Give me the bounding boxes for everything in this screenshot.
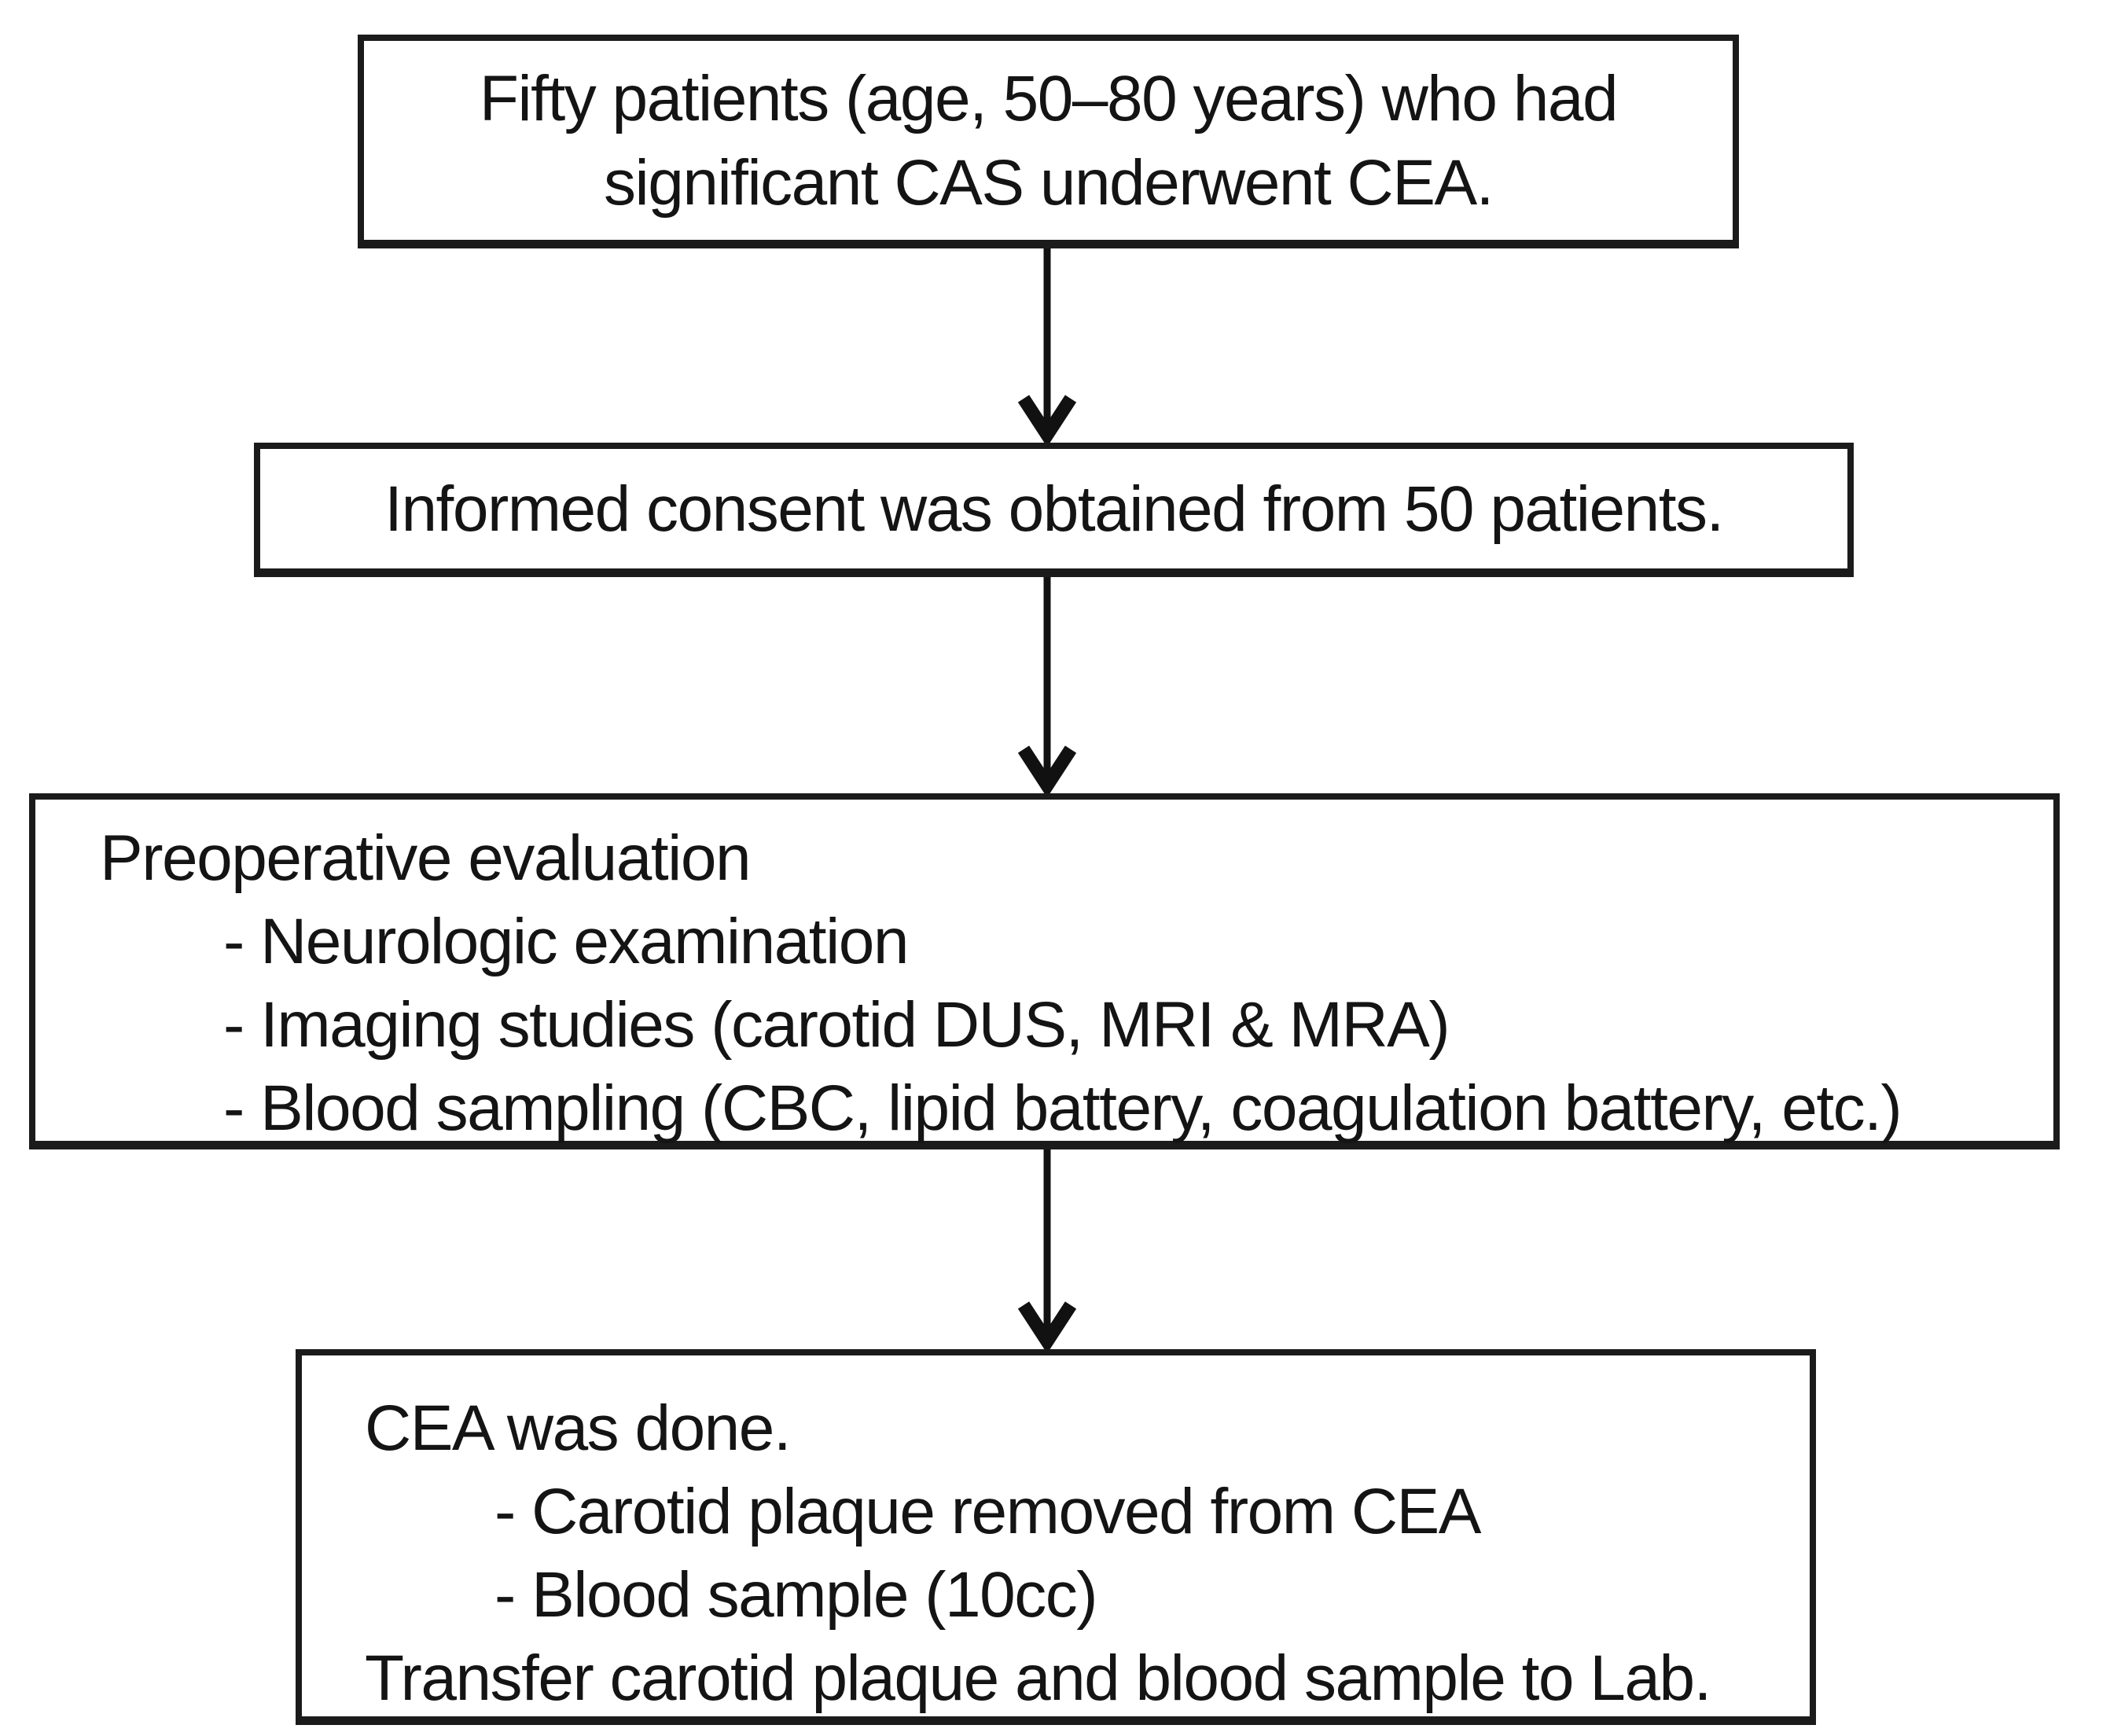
flow-box-consent: Informed consent was obtained from 50 pa… (254, 443, 1854, 577)
box-bullet-line: - Blood sampling (CBC, lipid battery, co… (223, 1072, 1902, 1144)
box-bullet-line: - Blood sample (10cc) (494, 1559, 1098, 1631)
down-arrow-icon (1004, 577, 1090, 793)
flow-box-preoperative-evaluation: Preoperative evaluation - Neurologic exa… (29, 793, 2060, 1149)
box-text-line: Informed consent was obtained from 50 pa… (384, 473, 1724, 545)
flow-box-patients: Fifty patients (age, 50–80 years) who ha… (358, 35, 1739, 248)
box-bullet-line: - Imaging studies (carotid DUS, MRI & MR… (223, 989, 1450, 1061)
box-text-line: CEA was done. (365, 1392, 792, 1464)
down-arrow-icon (1004, 1149, 1090, 1349)
box-text-line: Transfer carotid plaque and blood sample… (365, 1642, 1711, 1714)
box-bullet-line: - Carotid plaque removed from CEA (494, 1476, 1481, 1547)
flow-box-cea-done: CEA was done. - Carotid plaque removed f… (296, 1349, 1816, 1725)
box-text-line: significant CAS underwent CEA. (604, 146, 1494, 219)
box-text-line: Fifty patients (age, 50–80 years) who ha… (479, 62, 1619, 134)
down-arrow-icon (1004, 248, 1090, 443)
box-bullet-line: - Neurologic examination (223, 906, 910, 977)
box-text-line: Preoperative evaluation (100, 822, 752, 894)
